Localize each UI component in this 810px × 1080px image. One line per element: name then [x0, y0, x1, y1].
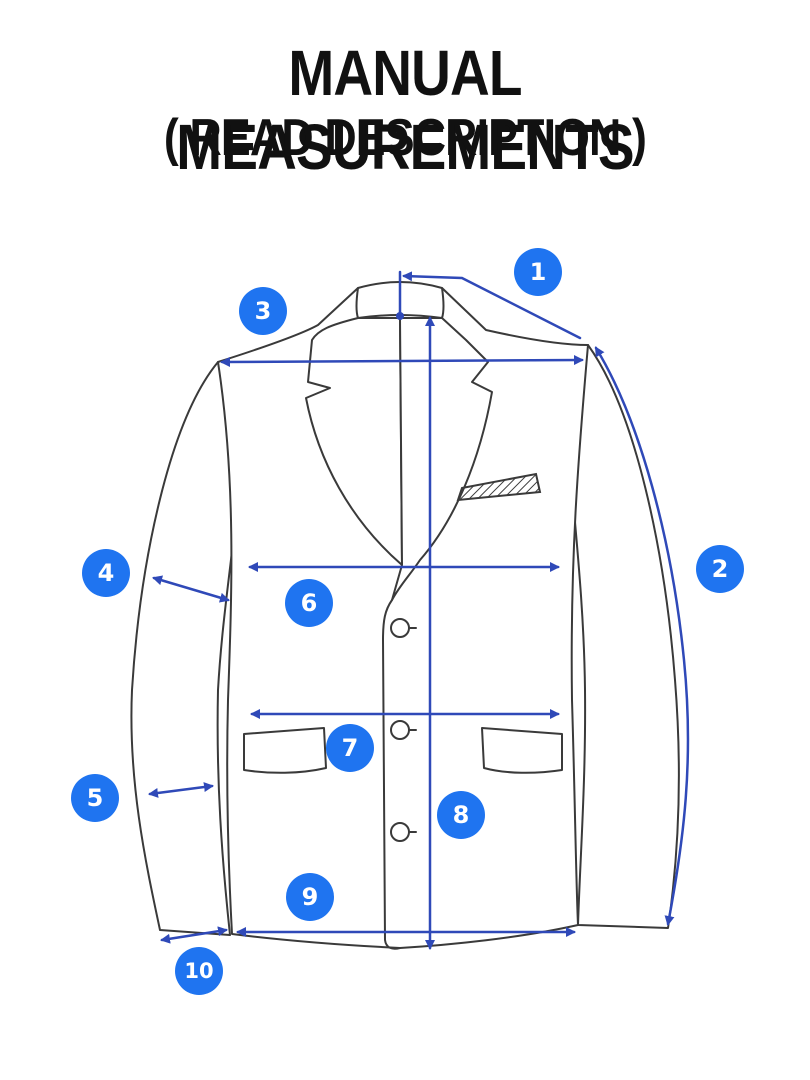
right-lapel: [391, 317, 493, 601]
left-pocket-flap: [243, 727, 327, 774]
badge-label: 3: [255, 297, 272, 325]
measure-cuff-line: [160, 926, 228, 944]
page-title: MANUAL MEASUREMENTS: [176, 37, 634, 183]
measure-bicep-line: [152, 575, 230, 603]
badge-label: 4: [98, 559, 115, 587]
left-sleeve: [130, 361, 241, 936]
badge-label: 2: [712, 555, 729, 583]
jacket-body: [217, 281, 589, 949]
badge-10: 10: [175, 947, 223, 995]
badge-7: 7: [326, 724, 374, 772]
badge-4: 4: [82, 549, 130, 597]
left-lapel: [305, 317, 403, 566]
badge-9: 9: [286, 873, 334, 921]
button: [390, 618, 417, 638]
badge-label: 1: [530, 258, 547, 286]
measurement-lines: [148, 270, 690, 950]
page-subtitle: ( READ DESCRIPTION ): [163, 109, 647, 167]
badge-label: 7: [342, 734, 359, 762]
measure-sleeve-line: [594, 346, 690, 926]
badge-2: 2: [696, 545, 744, 593]
badge-6: 6: [285, 579, 333, 627]
front-opening: [382, 599, 401, 950]
badge-5: 5: [71, 774, 119, 822]
badge-8: 8: [437, 791, 485, 839]
measure-shoulder-width-line: [220, 355, 584, 367]
badge-3: 3: [239, 287, 287, 335]
badge-label: 10: [184, 959, 213, 983]
badge-label: 6: [301, 589, 318, 617]
measure-forearm-line: [148, 782, 214, 798]
measure-shoulder-line: [402, 271, 582, 340]
chest-pocket: [456, 472, 542, 502]
badge-label: 8: [453, 801, 470, 829]
badge-label: 5: [87, 784, 104, 812]
badge-1: 1: [514, 248, 562, 296]
button: [390, 720, 417, 740]
right-pocket-flap: [481, 727, 563, 774]
button: [390, 822, 417, 842]
badge-label: 9: [302, 883, 319, 911]
right-sleeve: [567, 344, 680, 929]
